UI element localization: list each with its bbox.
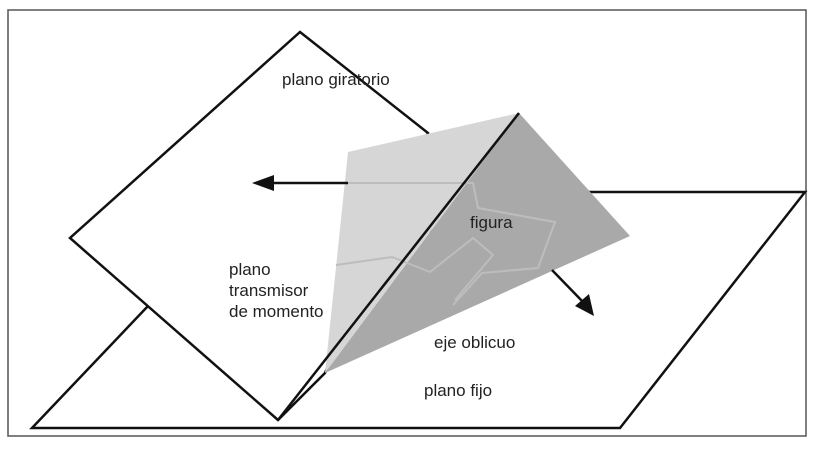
figure-outline-lower	[335, 236, 495, 301]
axis-arrow-shaft	[551, 269, 585, 304]
moment-plane-label-line2: transmisor	[229, 281, 309, 300]
moment-arrow-head	[252, 175, 274, 191]
moment-plane-label-line1: plano	[229, 260, 271, 279]
figure-outline	[340, 182, 557, 306]
figure-label: figura	[470, 213, 513, 232]
oblique-axis-label: eje oblicuo	[434, 333, 515, 352]
rotating-plane-label: plano giratorio	[282, 70, 390, 89]
axis-arrow-head	[575, 294, 594, 316]
figure-border	[7, 9, 807, 437]
fixed-plane-label: plano fijo	[424, 381, 492, 400]
oblique-axis-line	[277, 112, 520, 421]
moment-plane-label-line3: de momento	[229, 302, 324, 321]
